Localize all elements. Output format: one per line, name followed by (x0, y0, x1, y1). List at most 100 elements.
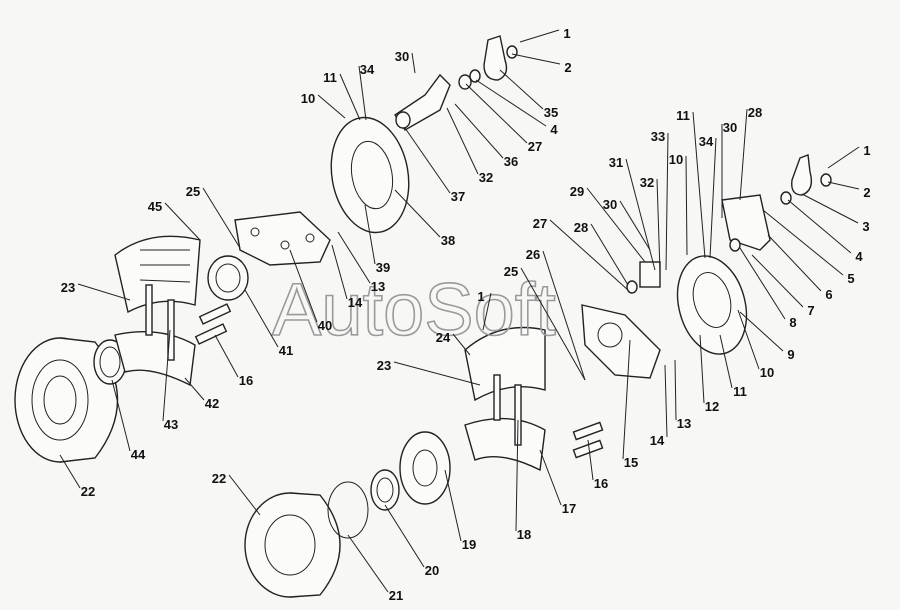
callout-number: 2 (564, 60, 571, 75)
callout-number: 30 (395, 49, 409, 64)
callout-number: 9 (787, 347, 794, 362)
callout-number: 3 (862, 219, 869, 234)
callout-45: 45 (148, 199, 201, 241)
leader-line (619, 200, 651, 251)
leader-line (767, 234, 822, 292)
callout-32: 32 (446, 107, 493, 185)
callout-number: 28 (748, 105, 762, 120)
watermark: AutoSoft (272, 268, 556, 351)
leader-line (337, 231, 371, 284)
callout-number: 1 (563, 26, 570, 41)
leader-line (393, 361, 481, 386)
callout-number: 19 (462, 537, 476, 552)
callout-30: 30 (395, 49, 416, 74)
callout-number: 41 (279, 343, 293, 358)
leader-line (444, 469, 462, 542)
anchor-pins-left (194, 303, 232, 345)
leader-line (214, 334, 239, 378)
brake-shoe-lower-left (114, 331, 196, 387)
callout-23: 23 (61, 280, 131, 301)
leader-line (787, 199, 852, 254)
callout-number: 29 (570, 184, 584, 199)
springs-left (145, 284, 175, 361)
callout-14: 14 (650, 364, 668, 448)
callout-29: 29 (570, 184, 646, 263)
callout-number: 14 (348, 295, 363, 310)
callout-28: 28 (739, 105, 762, 201)
chamber-bracket-right (721, 194, 771, 252)
callout-number: 34 (360, 62, 375, 77)
leader-line (801, 193, 859, 224)
callout-8: 8 (739, 247, 797, 330)
leader-line (317, 94, 346, 119)
leader-line (499, 69, 544, 110)
callout-30: 30 (721, 120, 737, 218)
callout-20: 20 (384, 504, 439, 578)
callout-4: 4 (475, 79, 558, 137)
leader-line (827, 146, 860, 169)
callout-42: 42 (184, 377, 219, 411)
callout-10: 10 (301, 91, 346, 119)
leader-line (737, 309, 760, 370)
callout-number: 26 (526, 247, 540, 262)
callout-number: 1 (863, 143, 870, 158)
leader-line (228, 474, 261, 516)
leader-line (515, 419, 519, 532)
callout-11: 11 (323, 70, 361, 121)
callout-2: 2 (511, 53, 572, 75)
leader-line (77, 283, 131, 301)
callout-number: 25 (504, 264, 518, 279)
seal-ring-left (93, 339, 127, 385)
callout-9: 9 (739, 311, 795, 362)
callout-36: 36 (454, 103, 518, 169)
callout-22: 22 (212, 471, 261, 516)
callout-4: 4 (787, 199, 863, 264)
callout-number: 21 (389, 588, 403, 603)
callout-labels: 1235427363237303411103839131440412545231… (59, 26, 871, 603)
leader-line (339, 73, 361, 121)
callout-3: 3 (801, 193, 870, 234)
leader-line (202, 187, 241, 249)
callout-number: 4 (855, 249, 863, 264)
callout-7: 7 (751, 254, 815, 318)
backing-plate-right (676, 255, 748, 355)
callout-6: 6 (767, 234, 833, 302)
dust-shield-ring-left (207, 255, 249, 301)
callout-10: 10 (737, 309, 774, 380)
leader-line (827, 181, 860, 190)
callout-number: 22 (212, 471, 226, 486)
spider-left (234, 211, 331, 266)
callout-number: 1 (477, 289, 484, 304)
callout-number: 30 (723, 120, 737, 135)
leader-line (656, 178, 661, 273)
callout-number: 6 (825, 287, 832, 302)
callout-15: 15 (622, 339, 638, 470)
callout-number: 28 (574, 220, 588, 235)
leader-line (164, 202, 201, 241)
callout-number: 10 (760, 365, 774, 380)
leader-line (674, 359, 677, 421)
callout-27: 27 (465, 83, 542, 154)
leader-line (465, 83, 528, 144)
leader-line (244, 289, 279, 348)
seal-ring-right (327, 481, 369, 539)
leader-line (446, 107, 479, 175)
callout-number: 4 (550, 122, 558, 137)
callout-22: 22 (59, 454, 95, 499)
callout-number: 43 (164, 417, 178, 432)
callout-number: 45 (148, 199, 162, 214)
callout-16: 16 (214, 334, 253, 388)
anchor-pins-right (572, 421, 604, 459)
callout-13: 13 (337, 231, 385, 294)
callout-number: 25 (186, 184, 200, 199)
callout-1: 1 (827, 143, 871, 169)
callout-19: 19 (444, 469, 476, 552)
callout-number: 11 (676, 108, 690, 123)
callout-number: 13 (677, 416, 691, 431)
leader-line (384, 504, 425, 568)
slack-adjuster-right (780, 154, 832, 205)
callout-number: 2 (863, 185, 870, 200)
leader-line (685, 155, 688, 256)
leader-line (162, 329, 171, 422)
